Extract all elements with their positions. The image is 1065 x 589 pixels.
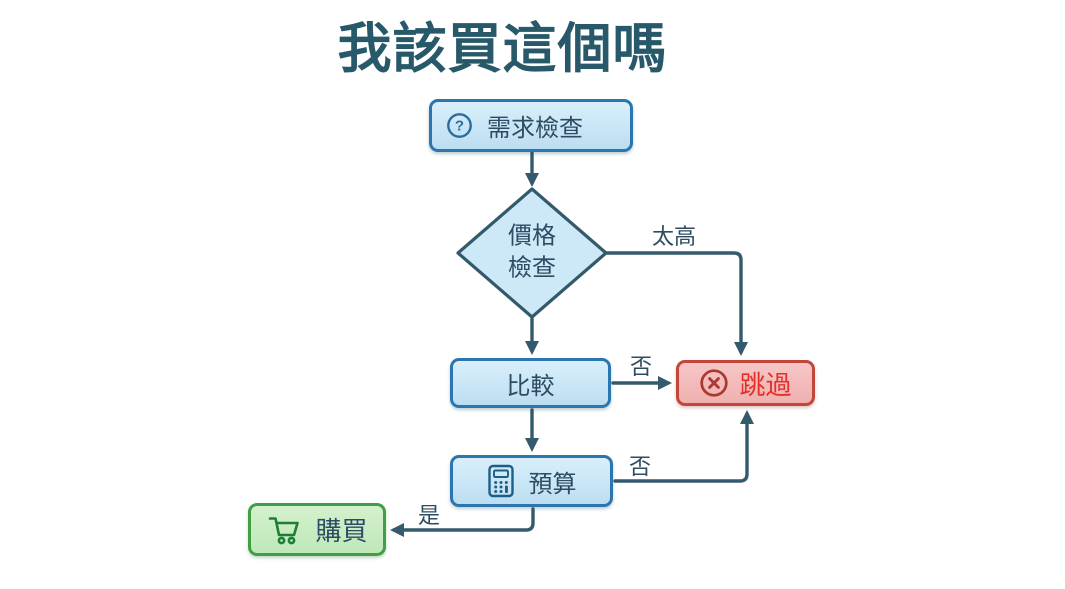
page-title: 我該買這個嗎 xyxy=(337,19,668,79)
budget-label: 預算 xyxy=(528,470,577,498)
edge-label-budget-yes: 是 xyxy=(417,503,441,528)
edge-label-too-high: 太高 xyxy=(651,224,697,249)
skip-label: 跳過 xyxy=(739,369,792,400)
node-needs-check: ? 需求檢查 xyxy=(429,99,633,152)
calculator-icon xyxy=(487,464,514,498)
node-compare: 比較 xyxy=(450,358,611,408)
edge-budget-yes-to-buy xyxy=(390,507,535,537)
svg-text:?: ? xyxy=(455,118,464,135)
node-price-check: 價格 檢查 xyxy=(508,221,556,286)
price-check-label-line2: 檢查 xyxy=(508,255,556,282)
node-budget: 預算 xyxy=(450,455,613,507)
node-skip: 跳過 xyxy=(676,360,815,406)
compare-label: 比較 xyxy=(506,372,555,400)
question-circle-icon: ? xyxy=(447,113,472,138)
x-circle-icon xyxy=(700,369,729,397)
price-check-label-line1: 價格 xyxy=(508,222,556,250)
price-check-diamond xyxy=(456,187,608,319)
edge-label-budget-no: 否 xyxy=(628,454,652,479)
buy-label: 購買 xyxy=(315,516,368,546)
needs-check-label: 需求檢查 xyxy=(487,115,583,142)
edge-label-compare-no: 否 xyxy=(629,354,653,379)
cart-icon xyxy=(269,517,300,545)
edge-price-too-high-to-skip xyxy=(605,251,748,356)
node-buy: 購買 xyxy=(248,503,386,556)
edge-budget-no-to-skip xyxy=(613,410,754,483)
